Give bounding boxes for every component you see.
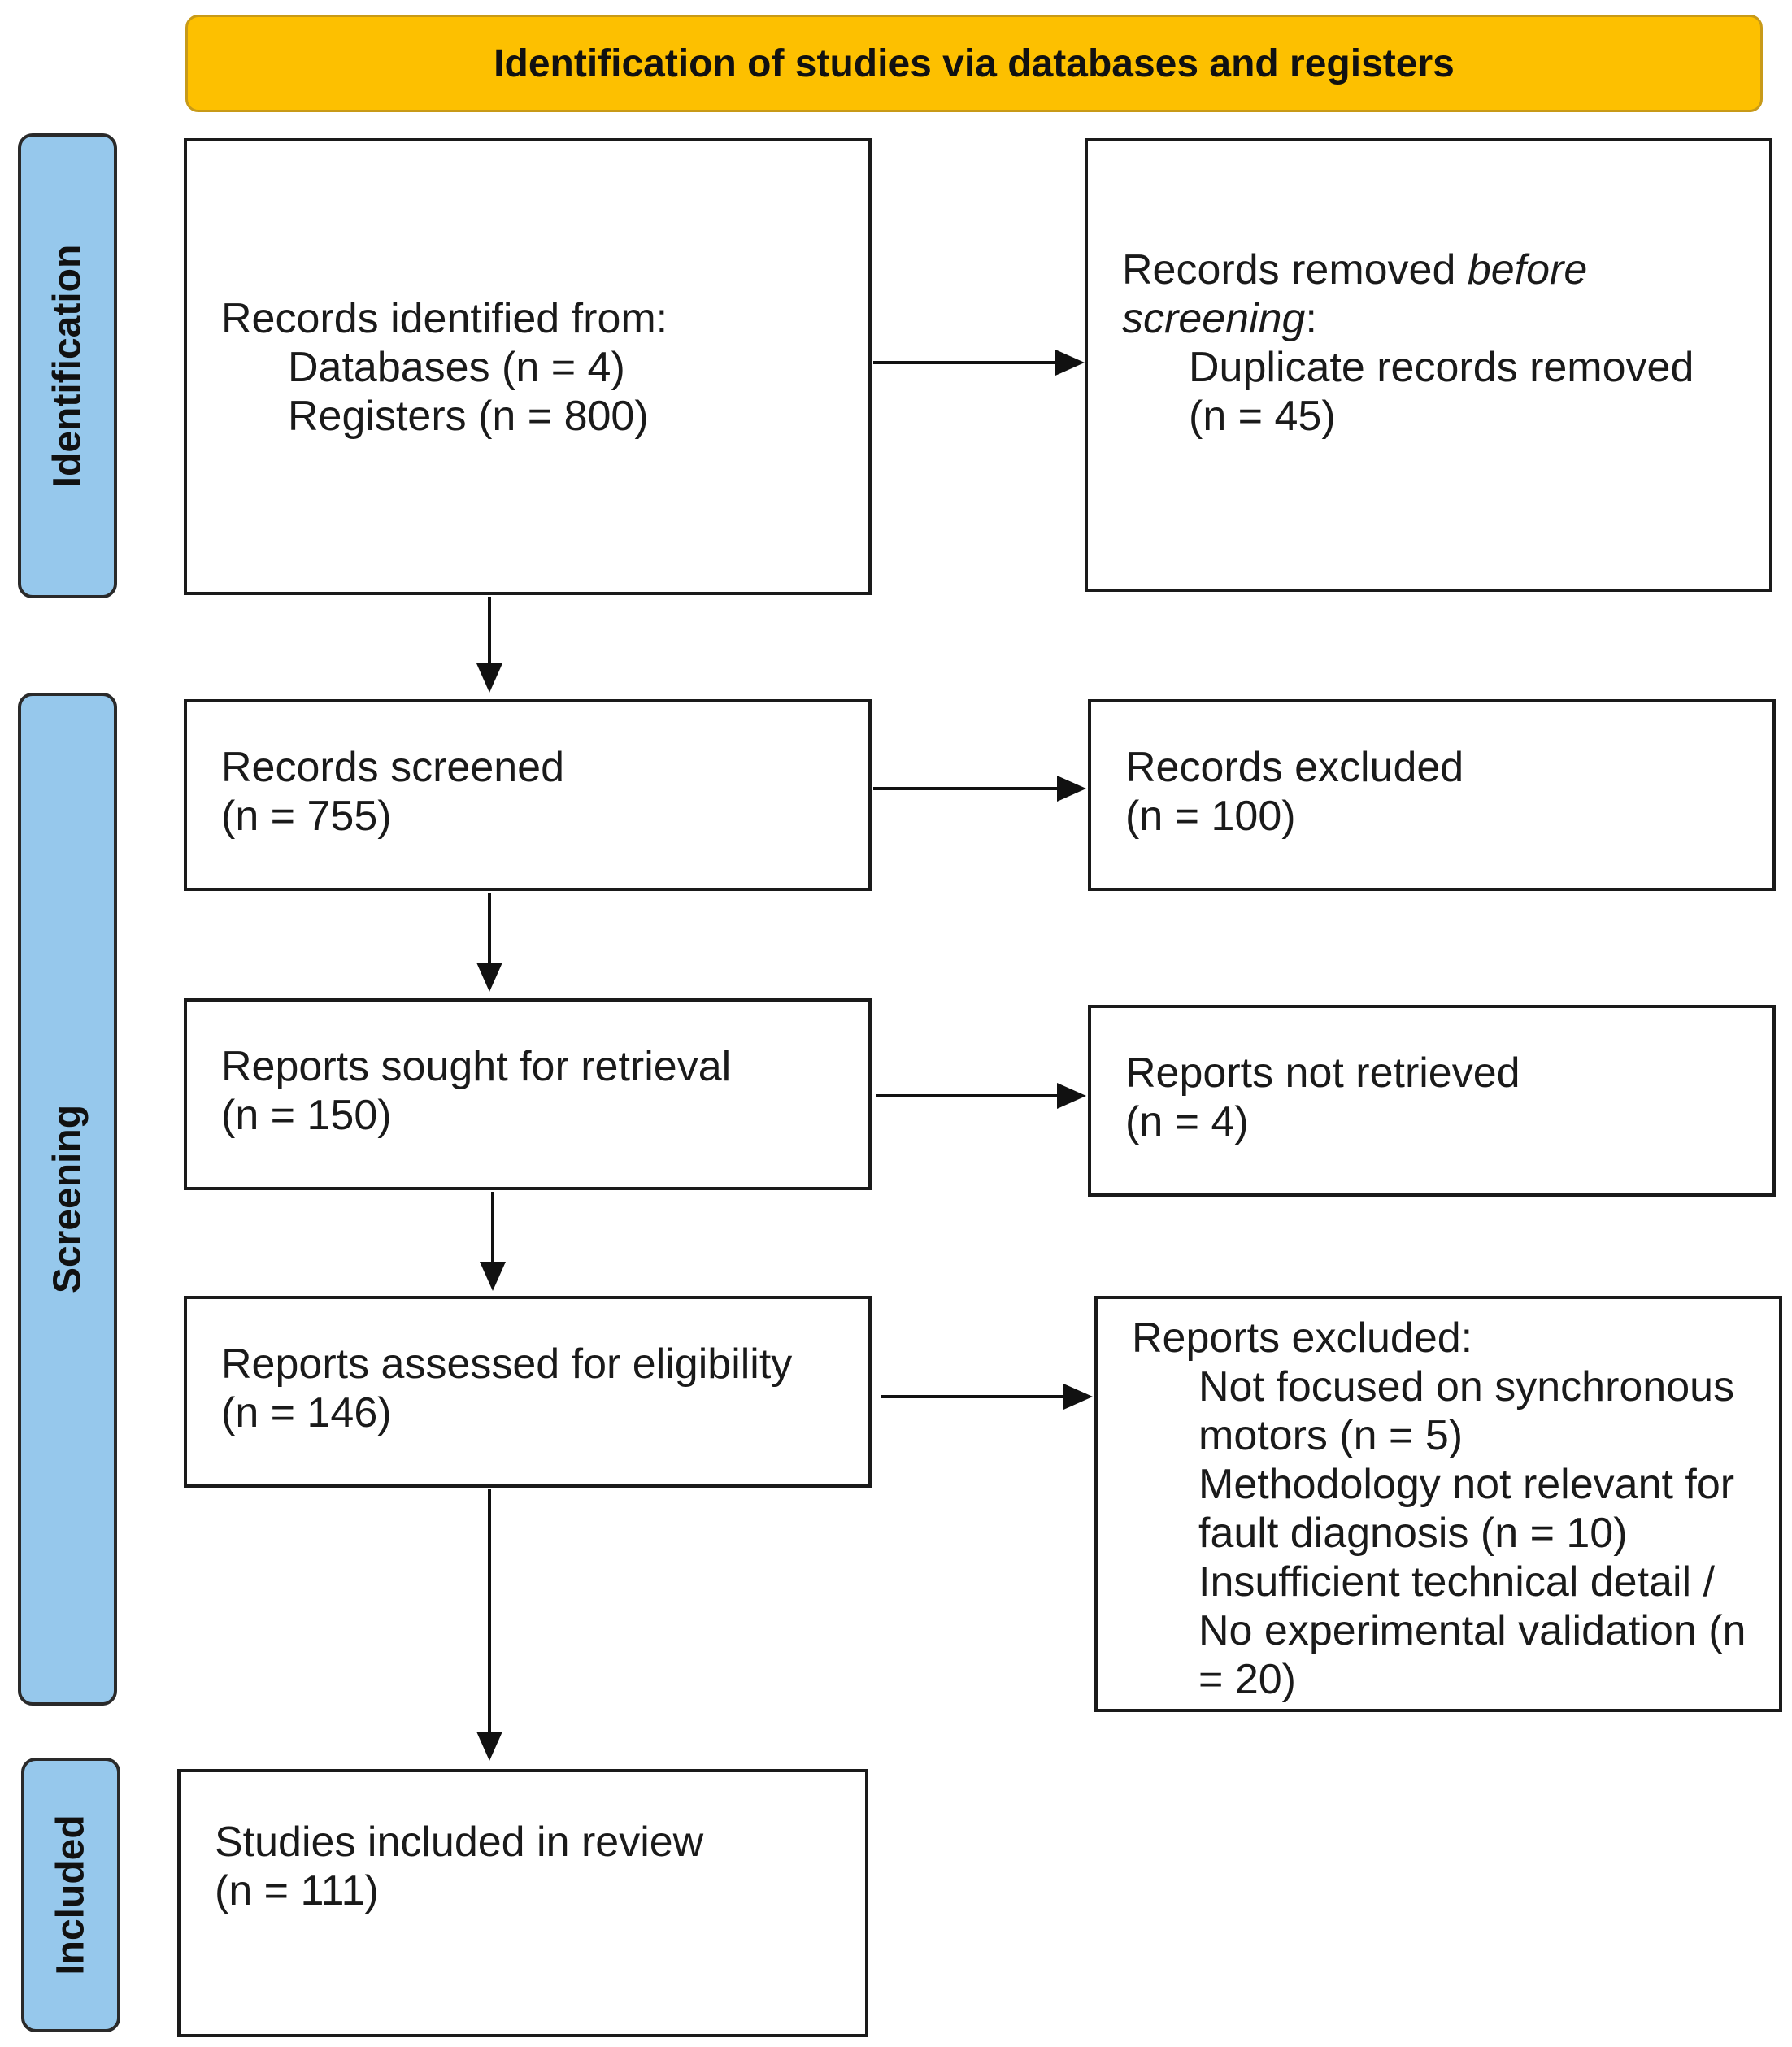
arrowhead-screened-to-excluded bbox=[1057, 776, 1086, 802]
phase-included: Included bbox=[21, 1758, 120, 2032]
arrowhead-sought-to-notretrieved bbox=[1057, 1083, 1086, 1109]
identification-header: Identification of studies via databases … bbox=[185, 15, 1763, 112]
records-identified-box: Records identified from: Databases (n = … bbox=[184, 138, 872, 595]
studies-included-box: Studies included in review (n = 111) bbox=[177, 1769, 868, 2037]
header-title: Identification of studies via databases … bbox=[494, 41, 1455, 85]
records-removed-title-italic: before bbox=[1467, 246, 1588, 293]
records-removed-title-italic2: screening bbox=[1122, 295, 1306, 342]
arrowhead-identified-to-removed bbox=[1055, 350, 1085, 376]
records-removed-title: Records removed before bbox=[1122, 246, 1769, 294]
records-identified-title: Records identified from: bbox=[221, 295, 668, 342]
records-screened-n: (n = 755) bbox=[221, 793, 392, 840]
records-screened-box: Records screened (n = 755) bbox=[184, 699, 872, 891]
reports-not-retrieved-title: Reports not retrieved bbox=[1125, 1050, 1520, 1097]
reports-excluded-reason-3b: No experimental validation (n bbox=[1198, 1607, 1746, 1654]
records-identified-databases: Databases (n = 4) bbox=[288, 344, 625, 391]
reports-excluded-reason-2b: fault diagnosis (n = 10) bbox=[1198, 1510, 1628, 1557]
reports-excluded-reason-1b: motors (n = 5) bbox=[1198, 1412, 1464, 1459]
records-removed-title-line2: screening: bbox=[1122, 294, 1769, 343]
arrowhead-identified-to-screened bbox=[476, 663, 502, 693]
reports-assessed-n: (n = 146) bbox=[221, 1389, 392, 1436]
arrowhead-assessed-to-excluded bbox=[1063, 1384, 1093, 1410]
records-excluded-title: Records excluded bbox=[1125, 744, 1464, 791]
studies-included-title: Studies included in review bbox=[215, 1819, 704, 1866]
reports-sought-box: Reports sought for retrieval (n = 150) bbox=[184, 998, 872, 1190]
records-removed-duplicates: Duplicate records removed bbox=[1189, 344, 1694, 391]
reports-sought-n: (n = 150) bbox=[221, 1092, 392, 1139]
records-excluded-box: Records excluded (n = 100) bbox=[1088, 699, 1776, 891]
studies-included-n: (n = 111) bbox=[215, 1867, 379, 1914]
records-removed-title-prefix: Records removed bbox=[1122, 246, 1468, 293]
arrowhead-sought-to-assessed bbox=[480, 1262, 506, 1291]
records-screened-title: Records screened bbox=[221, 744, 564, 791]
phase-screening: Screening bbox=[18, 693, 117, 1706]
records-identified-registers: Registers (n = 800) bbox=[288, 393, 649, 440]
records-removed-box: Records removed before screening: Duplic… bbox=[1085, 138, 1772, 592]
records-excluded-n: (n = 100) bbox=[1125, 793, 1296, 840]
reports-not-retrieved-box: Reports not retrieved (n = 4) bbox=[1088, 1005, 1776, 1197]
reports-excluded-reason-1a: Not focused on synchronous bbox=[1198, 1363, 1735, 1410]
reports-excluded-reason-3a: Insufficient technical detail / bbox=[1198, 1558, 1715, 1606]
arrowhead-assessed-to-included bbox=[476, 1732, 502, 1761]
reports-excluded-title: Reports excluded: bbox=[1132, 1315, 1473, 1362]
records-removed-title-suffix: : bbox=[1305, 295, 1317, 342]
reports-excluded-box: Reports excluded: Not focused on synchro… bbox=[1094, 1296, 1782, 1712]
reports-excluded-reason-2a: Methodology not relevant for bbox=[1198, 1461, 1735, 1508]
phase-identification: Identification bbox=[18, 133, 117, 598]
arrowhead-screened-to-sought bbox=[476, 963, 502, 992]
reports-not-retrieved-n: (n = 4) bbox=[1125, 1098, 1249, 1145]
reports-excluded-reason-3c: = 20) bbox=[1198, 1656, 1296, 1703]
reports-sought-title: Reports sought for retrieval bbox=[221, 1043, 732, 1090]
records-removed-duplicates-n: (n = 45) bbox=[1189, 393, 1336, 440]
reports-assessed-title: Reports assessed for eligibility bbox=[221, 1341, 793, 1388]
reports-assessed-box: Reports assessed for eligibility (n = 14… bbox=[184, 1296, 872, 1488]
